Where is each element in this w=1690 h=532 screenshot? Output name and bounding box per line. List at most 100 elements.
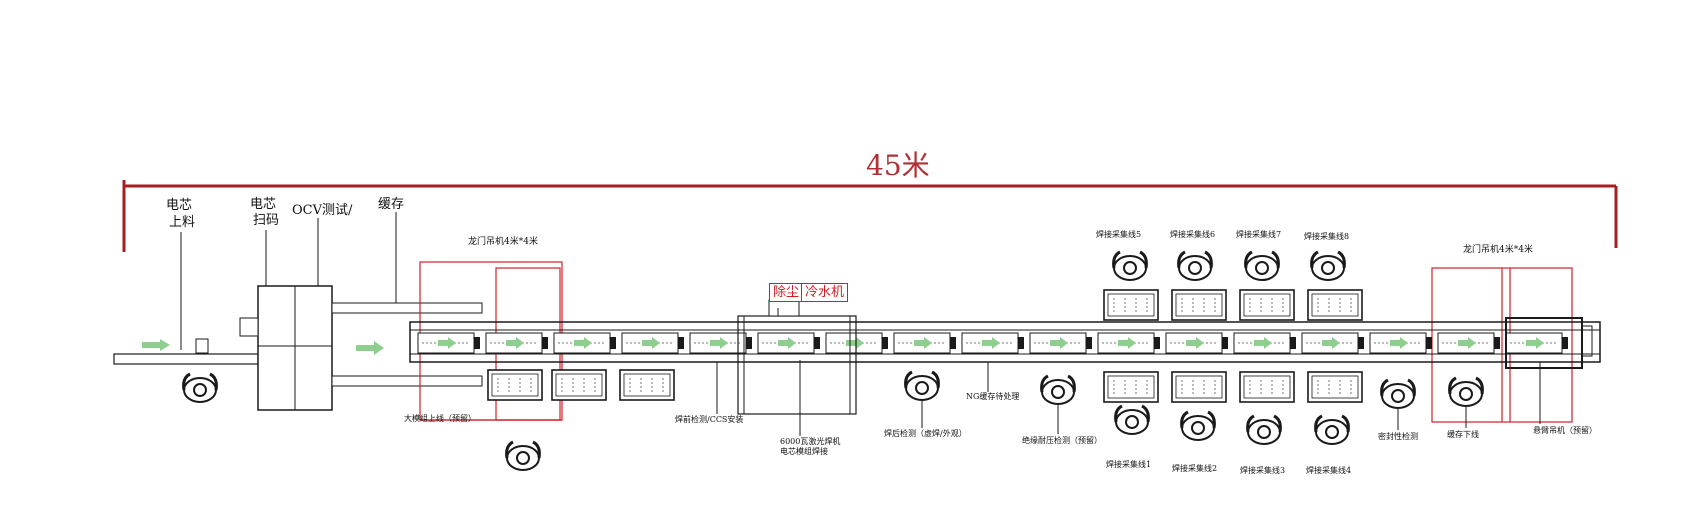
operator-arm bbox=[1407, 378, 1416, 397]
operator-arm bbox=[209, 372, 218, 391]
label-post-weld-check: 焊后检测（虚焊/外观） bbox=[884, 429, 967, 438]
side-tray bbox=[1307, 289, 1363, 321]
operator-icon bbox=[1114, 404, 1150, 435]
operator-head bbox=[1125, 415, 1139, 429]
operator-head bbox=[1321, 261, 1335, 275]
operator-icon bbox=[1112, 250, 1148, 281]
label-weld-line-3: 焊接采集线3 bbox=[1240, 466, 1286, 475]
flow-arrow-icon bbox=[356, 341, 384, 355]
operator-icon bbox=[182, 372, 218, 403]
label-weld-line-8: 焊接采集线8 bbox=[1304, 232, 1350, 241]
label-cell-loading-2: 上料 bbox=[169, 215, 196, 230]
flow-arrow-icon bbox=[1118, 337, 1136, 349]
operator-arm bbox=[1380, 378, 1389, 397]
station-stopper bbox=[474, 337, 480, 349]
side-tray-inner bbox=[1243, 293, 1291, 317]
side-tray-inner bbox=[555, 373, 603, 397]
side-tray bbox=[619, 369, 675, 401]
cantilever-crane-arm bbox=[1581, 325, 1593, 357]
label-cell-scan-2: 扫码 bbox=[253, 213, 280, 228]
operator-icon bbox=[1448, 376, 1484, 407]
operator-arm bbox=[1204, 250, 1213, 269]
operator-icon bbox=[1180, 410, 1216, 441]
operator-arm bbox=[1067, 374, 1076, 393]
station-stopper bbox=[1358, 337, 1364, 349]
side-tray bbox=[551, 369, 607, 401]
label-gantry-left: 龙门吊机4米*4米 bbox=[468, 237, 538, 247]
operator-arm bbox=[1448, 376, 1457, 395]
operator-head bbox=[1123, 261, 1137, 275]
operator-icon bbox=[1310, 250, 1346, 281]
label-buffer: 缓存 bbox=[378, 197, 405, 212]
station-stopper bbox=[814, 337, 820, 349]
dust-removal-duct bbox=[768, 299, 800, 317]
side-tray-inner bbox=[623, 373, 671, 397]
main-line-frame bbox=[409, 321, 1601, 363]
line-stations bbox=[417, 332, 1568, 354]
label-weld-line-7: 焊接采集线7 bbox=[1236, 230, 1282, 239]
operator-arm bbox=[1112, 250, 1121, 269]
side-tray-inner bbox=[1107, 293, 1155, 317]
operator-arm bbox=[532, 440, 541, 459]
side-tray bbox=[1307, 371, 1363, 403]
side-tray-inner bbox=[1107, 375, 1155, 399]
operator-arm bbox=[1139, 250, 1148, 269]
label-module-onboard: 大模组上线（预留） bbox=[404, 414, 476, 423]
side-tray bbox=[1239, 289, 1295, 321]
label-insulation-test: 绝缘耐压检测（预留） bbox=[1022, 436, 1102, 445]
station-stopper bbox=[1086, 337, 1092, 349]
operator-arm bbox=[1180, 410, 1189, 429]
side-tray bbox=[1103, 371, 1159, 403]
station-stopper bbox=[1426, 337, 1432, 349]
operator-arm bbox=[1141, 404, 1150, 423]
operator-arm bbox=[1314, 414, 1323, 433]
label-cell-loading-1: 电芯 bbox=[166, 198, 193, 213]
operator-head bbox=[516, 451, 530, 465]
label-seal-test: 密封性检测 bbox=[1378, 432, 1418, 441]
scanner-block bbox=[239, 317, 259, 337]
operator-head bbox=[193, 383, 207, 397]
flow-arrow-icon bbox=[506, 337, 524, 349]
side-tray bbox=[1239, 371, 1295, 403]
operator-arm bbox=[1337, 250, 1346, 269]
side-trays bbox=[487, 289, 1363, 403]
operator-arm bbox=[1246, 414, 1255, 433]
flow-arrow-icon bbox=[710, 337, 728, 349]
flow-arrow-icon bbox=[1390, 337, 1408, 349]
operator-arm bbox=[1244, 250, 1253, 269]
station-stopper bbox=[542, 337, 548, 349]
operator-head bbox=[1391, 389, 1405, 403]
operator-arm bbox=[1271, 250, 1280, 269]
flow-arrow-icon bbox=[574, 337, 592, 349]
station-stopper bbox=[610, 337, 616, 349]
side-tray bbox=[1103, 289, 1159, 321]
side-tray bbox=[1171, 289, 1227, 321]
label-weld-line-2: 焊接采集线2 bbox=[1172, 464, 1218, 473]
operator-head bbox=[1191, 421, 1205, 435]
label-laser-welder-1: 6000瓦激光焊机 bbox=[780, 437, 841, 446]
flow-arrow-icon bbox=[778, 337, 796, 349]
label-laser-welder-2: 电芯模组焊接 bbox=[780, 447, 828, 456]
side-tray-inner bbox=[491, 373, 539, 397]
flow-arrow-icon bbox=[914, 337, 932, 349]
operator-icon bbox=[904, 370, 940, 401]
buffer-conveyor-upper bbox=[331, 302, 483, 314]
station-stopper bbox=[746, 337, 752, 349]
operator-icon bbox=[1246, 414, 1282, 445]
label-ocv-test: OCV测试/ bbox=[292, 203, 353, 218]
label-ng-buffer: NG缓存待处理 bbox=[966, 392, 1020, 401]
operator-arm bbox=[1341, 414, 1350, 433]
operator-head bbox=[1051, 385, 1065, 399]
station-stopper bbox=[1494, 337, 1500, 349]
station-stopper bbox=[1562, 337, 1568, 349]
operator-arm bbox=[931, 370, 940, 389]
label-cell-scan-1: 电芯 bbox=[250, 197, 277, 212]
operator-arm bbox=[1207, 410, 1216, 429]
flow-arrow-icon bbox=[1050, 337, 1068, 349]
operator-head bbox=[1188, 261, 1202, 275]
label-cantilever-crane: 悬臂吊机（预留） bbox=[1533, 426, 1597, 435]
label-weld-line-6: 焊接采集线6 bbox=[1170, 230, 1216, 239]
operator-head bbox=[915, 381, 929, 395]
side-tray bbox=[487, 369, 543, 401]
operator-head bbox=[1325, 425, 1339, 439]
